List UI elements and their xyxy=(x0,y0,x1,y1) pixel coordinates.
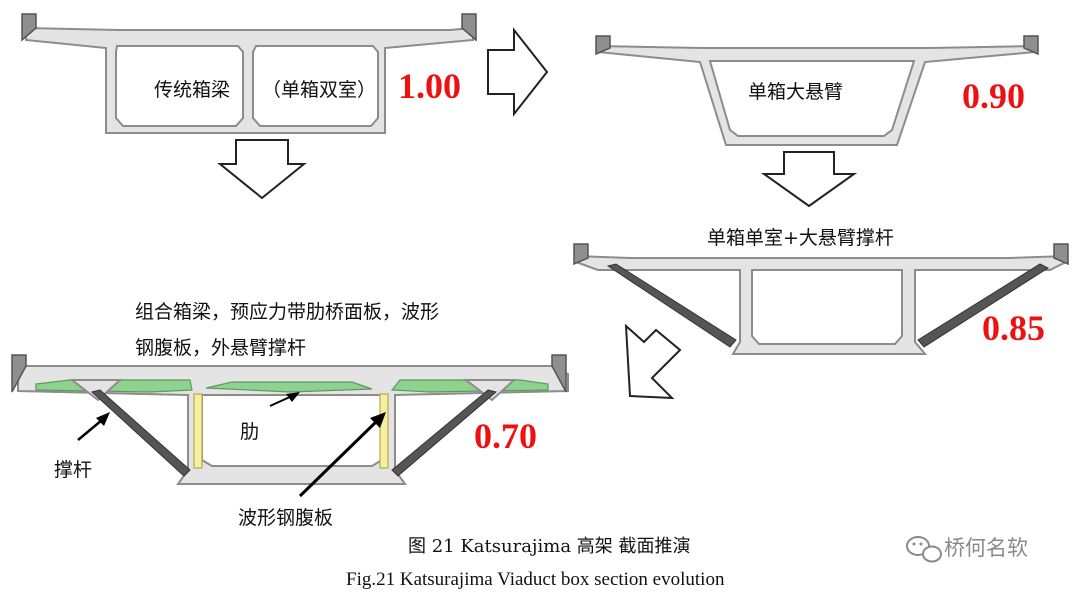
section-3-label: 单箱单室+大悬臂撑杆 xyxy=(707,227,894,249)
corrugated-web-pointer xyxy=(298,412,386,498)
rib-label: 肋 xyxy=(240,421,259,443)
section-4-right-strut xyxy=(391,389,498,477)
section-1-label-b: （单箱双室） xyxy=(262,79,376,101)
rib-pointer xyxy=(269,392,300,407)
section-2-single-box-cantilever: 单箱大悬臂 0.90 xyxy=(595,35,1039,146)
arrow-down-right xyxy=(760,151,858,208)
section-4-composite-box: 组合箱梁，预应力带肋桥面板，波形 钢腹板，外悬臂撑杆 肋 撑杆 波形钢腹板 0.… xyxy=(11,301,569,529)
corrugated-web-left xyxy=(193,393,203,469)
watermark-text: 桥何名软 xyxy=(944,536,1028,560)
section-3-ratio: 0.85 xyxy=(982,308,1045,348)
section-3-left-strut xyxy=(606,263,737,348)
deck-panel-center xyxy=(205,381,373,393)
arrow-right xyxy=(487,27,549,117)
watermark: 桥何名软 xyxy=(906,536,1028,563)
caption-english: Fig.21 Katsurajima Viaduct box section e… xyxy=(346,569,725,590)
section-4-left-strut xyxy=(90,389,191,477)
corrugated-web-right xyxy=(379,393,389,469)
corrugated-web-label: 波形钢腹板 xyxy=(238,507,333,529)
wechat-icon xyxy=(906,536,942,563)
strut-label: 撑杆 xyxy=(54,459,92,481)
section-4-label-line1: 组合箱梁，预应力带肋桥面板，波形 xyxy=(135,301,439,323)
section-2-label: 单箱大悬臂 xyxy=(748,81,843,103)
caption-chinese: 图 21 Katsurajima 高架 截面推演 xyxy=(408,536,691,557)
arrow-down-left xyxy=(217,139,307,200)
section-1-traditional-box: 传统箱梁 （单箱双室） 1.00 xyxy=(21,13,477,134)
arrow-down-left-diagonal xyxy=(624,323,682,400)
section-1-label-a: 传统箱梁 xyxy=(154,79,230,101)
section-4-label-line2: 钢腹板，外悬臂撑杆 xyxy=(135,337,306,359)
section-4-ratio: 0.70 xyxy=(474,416,537,456)
section-1-ratio: 1.00 xyxy=(398,66,461,106)
section-3-right-strut xyxy=(917,263,1050,348)
section-3-box-with-struts: 单箱单室+大悬臂撑杆 0.85 xyxy=(573,227,1069,355)
strut-pointer xyxy=(77,412,110,441)
section-2-ratio: 0.90 xyxy=(962,76,1025,116)
